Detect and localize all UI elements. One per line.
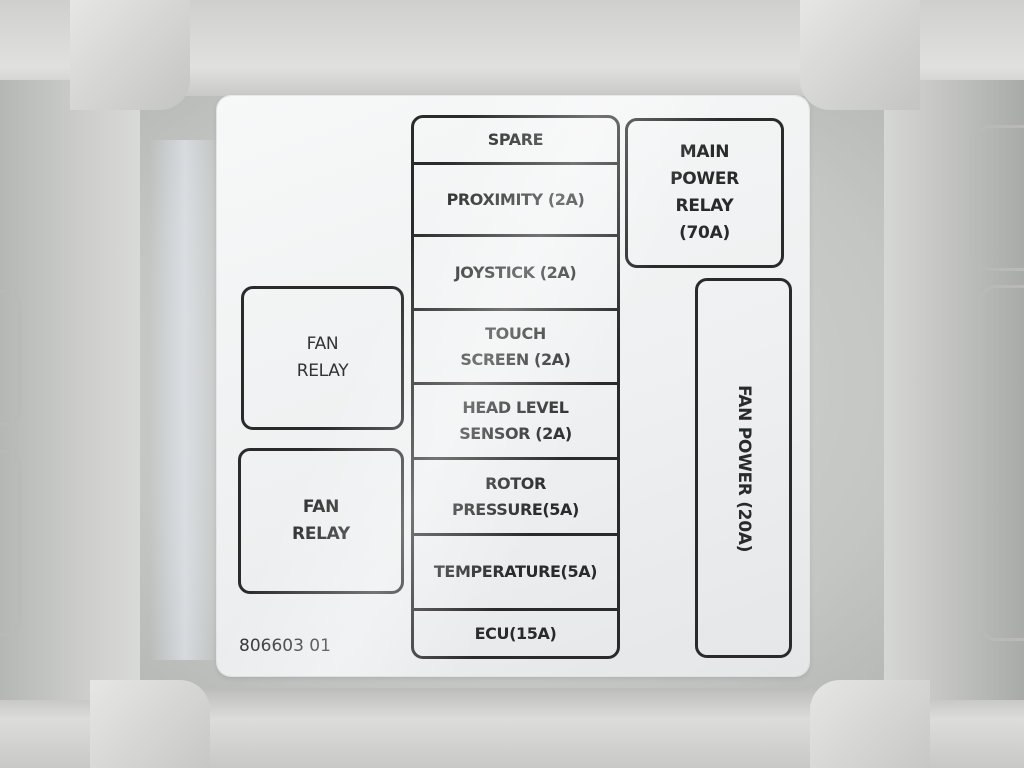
fuse-slot: TEMPERATURE(5A): [414, 536, 617, 611]
fuse-label: PROXIMITY (2A): [446, 189, 585, 209]
fuse-slot: JOYSTICK (2A): [414, 237, 617, 311]
main-power-relay-label: MAIN POWER RELAY (70A): [670, 142, 739, 243]
molded-slot: [975, 125, 1024, 271]
fuse-layout-sticker: FAN RELAY FAN RELAY SPARE PROXIMITY (2A)…: [217, 96, 809, 676]
enclosure-wall-left: [0, 80, 140, 700]
fuse-label: SPARE: [487, 130, 544, 149]
part-number: 806603 01: [239, 636, 331, 656]
fuse-label: ROTOR PRESSURE(5A): [452, 473, 579, 519]
fuse-label: ECU(15A): [474, 623, 557, 643]
enclosure-corner: [70, 0, 190, 110]
fuse-label: HEAD LEVEL SENSOR (2A): [459, 398, 572, 443]
fan-relay-label: FAN RELAY: [292, 497, 350, 544]
fuse-slot: ROTOR PRESSURE(5A): [414, 460, 617, 536]
fan-relay-box-top: FAN RELAY: [241, 286, 404, 430]
fuse-slot: TOUCH SCREEN (2A): [414, 311, 617, 385]
fan-power-label: FAN POWER (20A): [734, 384, 755, 552]
fuse-slot: ECU(15A): [414, 611, 617, 656]
enclosure-wall-right: [884, 80, 1024, 700]
molded-slot: [0, 290, 21, 426]
fan-relay-label: FAN RELAY: [296, 334, 349, 381]
fuse-slot: HEAD LEVEL SENSOR (2A): [414, 385, 617, 460]
fuse-label: JOYSTICK (2A): [454, 262, 577, 282]
enclosure-corner: [810, 680, 930, 768]
fuse-label: TOUCH SCREEN (2A): [460, 323, 571, 369]
main-power-relay-box: MAIN POWER RELAY (70A): [625, 118, 784, 268]
fuse-slot: PROXIMITY (2A): [414, 165, 617, 237]
wall-reflection: [150, 140, 220, 660]
enclosure-corner: [800, 0, 920, 110]
fan-power-fuse-box: FAN POWER (20A): [695, 278, 792, 658]
fan-relay-box-bottom: FAN RELAY: [238, 448, 404, 594]
fuse-slot: SPARE: [414, 118, 617, 165]
enclosure-corner: [90, 680, 210, 768]
molded-slot: [980, 285, 1024, 641]
molded-slot: [0, 450, 21, 636]
fuse-label: TEMPERATURE(5A): [433, 562, 598, 581]
fuse-column: SPARE PROXIMITY (2A) JOYSTICK (2A) TOUCH…: [411, 115, 620, 659]
